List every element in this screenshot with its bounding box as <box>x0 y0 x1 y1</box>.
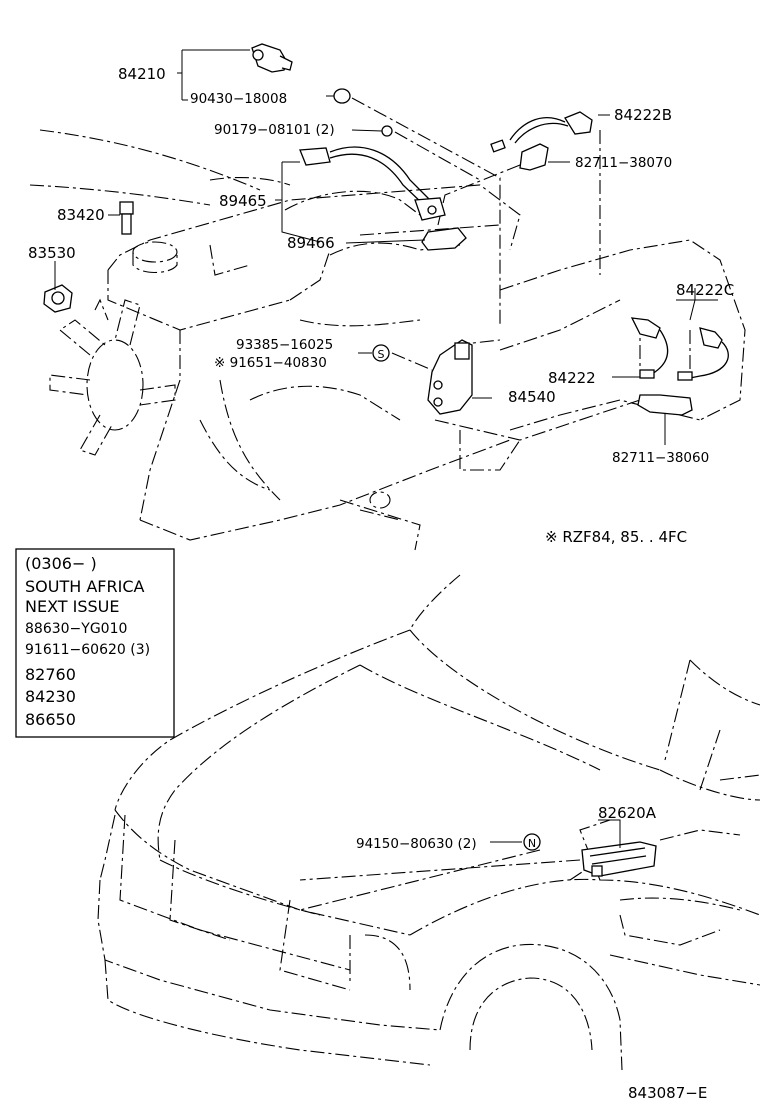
label-82711-38060: 82711−38060 <box>612 450 709 466</box>
label-82620a: 82620A <box>598 804 657 822</box>
part-83420-sender <box>119 201 134 235</box>
label-89465: 89465 <box>219 192 267 210</box>
part-84222c-sensors <box>630 317 729 381</box>
part-83530-switch <box>43 284 73 313</box>
info-part-82760: 82760 <box>25 665 76 684</box>
info-part-86650: 86650 <box>25 710 76 729</box>
label-94150: 94150−80630 (2) <box>356 836 477 852</box>
label-90179: 90179−08101 (2) <box>214 122 335 138</box>
label-83420: 83420 <box>57 206 105 224</box>
part-90430-washer <box>333 88 351 104</box>
engine-drawing <box>29 129 746 551</box>
info-part-88630: 88630−YG010 <box>25 621 127 637</box>
labels-lower: 82620A 94150−80630 (2) 843087−E <box>356 804 707 1102</box>
label-90430: 90430−18008 <box>190 91 287 107</box>
leader-lines <box>54 49 718 445</box>
fan-drawing <box>49 298 176 456</box>
part-84210-sensor <box>251 43 293 73</box>
label-84540: 84540 <box>508 388 556 406</box>
label-84222: 84222 <box>548 369 596 387</box>
label-91651: ※ 91651−40830 <box>214 355 327 371</box>
part-82711-38060-bracket <box>637 394 693 416</box>
part-89465-sensor-harness <box>299 146 446 221</box>
applicability-note: ※ RZF84, 85. . 4FC <box>545 528 687 546</box>
part-89466-gasket <box>421 227 467 251</box>
diagram-id: 843087−E <box>628 1084 707 1102</box>
info-region: SOUTH AFRICA <box>25 577 145 596</box>
part-82620a-relay-block <box>581 841 657 877</box>
labels-upper: 84210 90430−18008 90179−08101 (2) 84222B… <box>28 65 734 546</box>
vehicle-drawing <box>97 574 760 1071</box>
callout-s-text: S <box>378 348 385 361</box>
label-89466: 89466 <box>287 234 335 252</box>
info-part-84230: 84230 <box>25 687 76 706</box>
part-82711-38070-bracket <box>519 143 549 171</box>
label-83530: 83530 <box>28 244 76 262</box>
label-93385: 93385−16025 <box>236 337 333 353</box>
info-box: (0306− ) SOUTH AFRICA NEXT ISSUE 88630−Y… <box>15 548 175 738</box>
part-84222b-sensor <box>490 111 593 153</box>
info-part-91611: 91611−60620 (3) <box>25 642 150 658</box>
label-84222b: 84222B <box>614 106 672 124</box>
label-84222c: 84222C <box>676 281 734 299</box>
callout-n-text: N <box>528 837 536 850</box>
label-84210: 84210 <box>118 65 166 83</box>
info-status: NEXT ISSUE <box>25 597 119 616</box>
leader-lines-lower <box>490 819 621 848</box>
part-84540-switch <box>427 339 473 415</box>
callout-n: N <box>523 833 541 851</box>
label-82711-38070: 82711−38070 <box>575 155 672 171</box>
callout-s: S <box>372 344 390 362</box>
info-period: (0306− ) <box>25 554 97 573</box>
part-90179-nut <box>381 125 393 137</box>
